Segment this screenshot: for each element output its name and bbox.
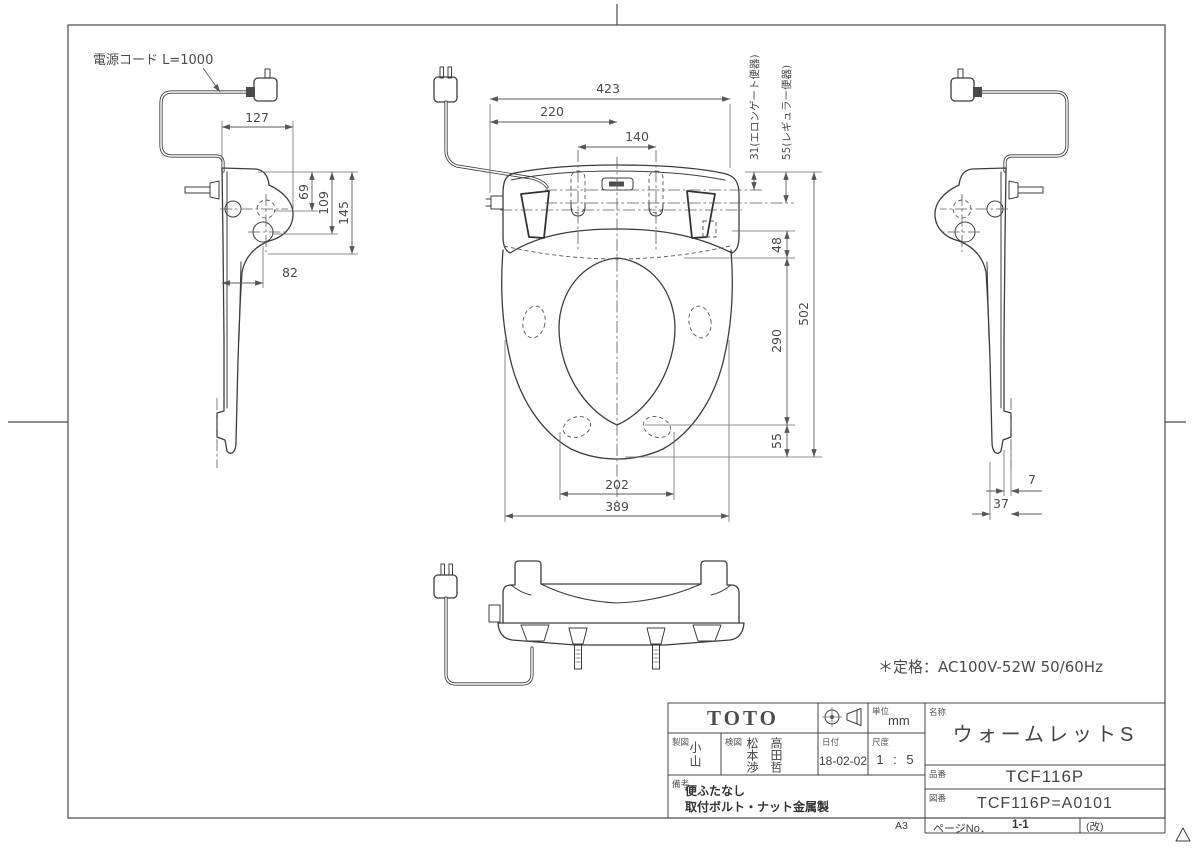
revision-triangle-mark <box>1175 827 1191 842</box>
scale-label: 尺度 <box>872 737 890 747</box>
seat-side-profile-left <box>159 67 295 470</box>
date-value: 18-02-02 <box>818 754 868 768</box>
dim-side-base: 37 <box>993 496 1009 511</box>
date-label: 日付 <box>822 737 840 747</box>
dim-plan-opening-w: 202 <box>605 477 629 492</box>
name-label: 名称 <box>929 707 947 717</box>
dim-plan-overall-w: 423 <box>596 81 620 96</box>
dim-plan-hinge-gap: 48 <box>769 237 784 253</box>
title-block-grid <box>667 702 1166 834</box>
mounting-bolt-left <box>568 627 588 670</box>
drawing-no-value: TCF116P=A0101 <box>977 794 1113 812</box>
cord-connector-front <box>488 604 501 623</box>
dim-plan-seat-w: 389 <box>605 499 629 514</box>
dim-side-h3: 145 <box>336 201 351 225</box>
page-value: 1-1 <box>1012 819 1029 831</box>
remarks-label: 備考 <box>672 779 690 789</box>
dim-side-h1: 69 <box>296 184 311 200</box>
revision-label: (改) <box>1086 821 1104 833</box>
unit-value: mm <box>888 713 910 728</box>
dim-plan-front-rim: 55 <box>769 433 784 449</box>
paper-size-label: A3 <box>895 820 908 832</box>
drafter-label: 製図 <box>672 737 690 747</box>
checker-name-1: 松本渉 <box>745 737 759 773</box>
cord-connector <box>490 195 504 210</box>
mounting-bolt-right <box>646 627 666 670</box>
power-cord-leader-line <box>202 67 221 93</box>
dim-side-h2: 109 <box>316 191 331 215</box>
dim-side-back: 82 <box>282 265 298 280</box>
seat-side-profile-right <box>933 67 1069 470</box>
remarks-line2: 取付ボルト・ナット金属製 <box>685 800 830 814</box>
remarks-line1: 便ふたなし <box>685 784 746 798</box>
third-angle-projection-icon <box>822 707 862 727</box>
right-side-view: 7 37 <box>933 67 1069 520</box>
drafter-name: 小山 <box>688 741 702 769</box>
scale-value: 1 : 5 <box>876 752 917 767</box>
drawing-no-label: 図番 <box>929 793 947 803</box>
left-side-view: 電源コード L=1000 127 69 109 145 82 <box>93 53 358 470</box>
part-no-label: 品番 <box>929 769 947 779</box>
checker-name-2: 高田哲 <box>769 737 783 773</box>
unit-label: 単位 <box>872 706 890 716</box>
rating-note: ＊定格：AC100V-52W 50/60Hz <box>878 658 1103 676</box>
page-label: ページNo． <box>933 823 991 835</box>
front-view <box>433 560 745 686</box>
dim-plan-regular: 55(レギュラー便器) <box>780 65 793 160</box>
dim-plan-opening-len: 290 <box>769 329 784 353</box>
dim-plan-elongated: 31(エロンゲート便器) <box>748 54 761 160</box>
power-cord-label: 電源コード L=1000 <box>93 53 213 68</box>
part-no-value: TCF116P <box>1005 767 1085 786</box>
dim-plan-bolt-pitch: 140 <box>625 129 649 144</box>
sheet-border <box>67 24 1166 819</box>
checker-label: 検図 <box>725 737 743 747</box>
dim-side-lip: 7 <box>1028 472 1036 487</box>
toto-logo: TOTO <box>707 705 779 730</box>
dim-side-width: 127 <box>245 110 269 125</box>
dim-plan-overall-len: 502 <box>796 302 811 326</box>
logo-plate <box>609 181 624 187</box>
dim-plan-left-half: 220 <box>540 104 564 119</box>
plan-view: 423 220 140 31(エロンゲート便器) 55(レギュラー便器) 48 … <box>433 54 822 522</box>
name-value: ウォームレットS <box>952 723 1138 746</box>
